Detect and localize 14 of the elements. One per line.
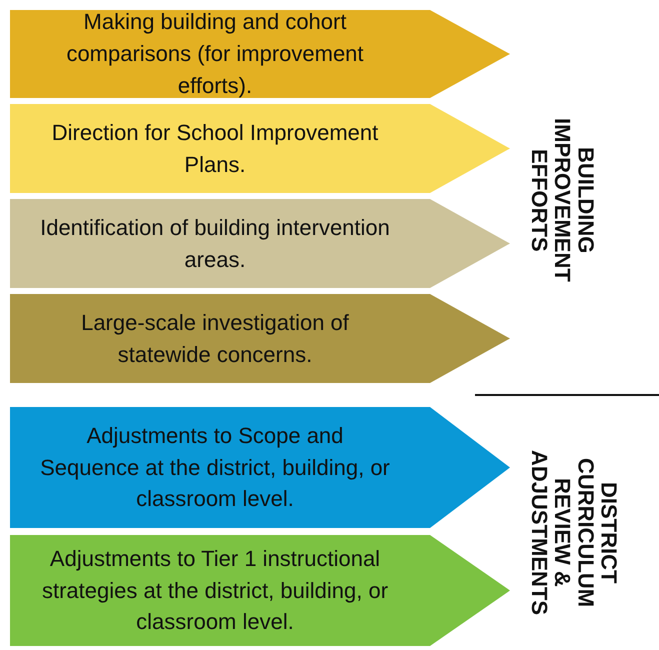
pentagon-banner: [10, 535, 510, 646]
banner-label: Identification of building intervention areas.: [40, 214, 390, 274]
pentagon-banner: [10, 294, 510, 383]
pentagon-banner: [10, 10, 510, 98]
banner-label: Adjustments to Scope and Sequence at the district, building, or classroom level.: [40, 422, 390, 514]
section-heading: DISTRICT CURRICULUM REVIEW & ADJUSTMENTS: [528, 448, 620, 617]
banner-label: Adjustments to Tier 1 instructional strategies at the district, building, or classroom level.: [40, 544, 390, 636]
pentagon-banner: [10, 407, 510, 528]
banner-label: Making building and cohort comparisons (for improvement efforts).: [65, 10, 365, 98]
pentagon-banner: [10, 104, 510, 193]
banner-label: Direction for School Improvement Plans.: [50, 118, 380, 178]
section-heading: BUILDING IMPROVEMENT EFFORTS: [528, 117, 598, 284]
pentagon-banner: [10, 199, 510, 288]
banner-label: Large-scale investigation of statewide concerns.: [80, 308, 350, 368]
